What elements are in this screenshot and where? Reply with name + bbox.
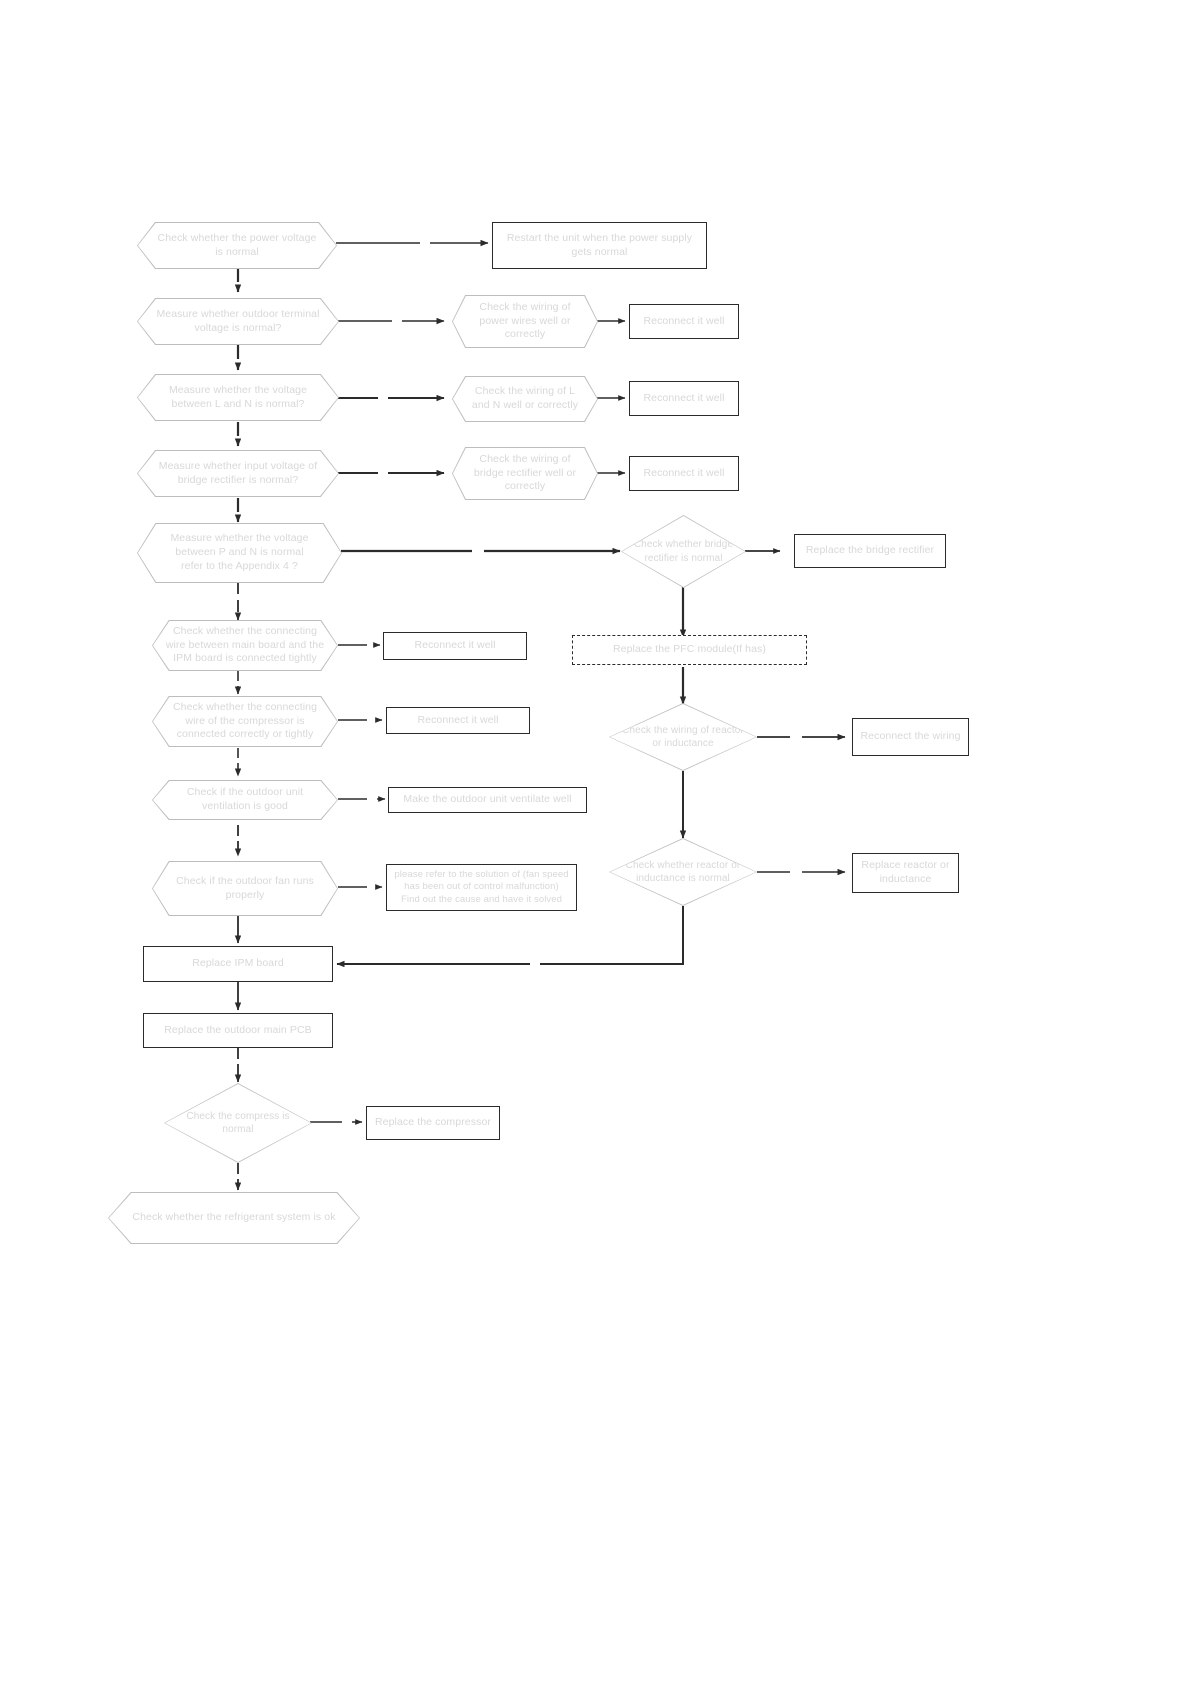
node-label: Measure whether input voltage of bridge … [158, 459, 318, 486]
hex-fill [152, 696, 338, 747]
node-label: Measure whether outdoor terminal voltage… [156, 307, 320, 334]
hex-fill [108, 1192, 360, 1244]
node-fan-speed-solution[interactable]: please refer to the solution of (fan spe… [386, 864, 577, 911]
node-label: Replace the compressor [374, 1116, 491, 1129]
node-label: Restart the unit when the power supply g… [506, 231, 693, 258]
node-replace-outdoor-main-pcb[interactable]: Replace the outdoor main PCB [143, 1013, 333, 1048]
node-measure-outdoor-terminal-voltage[interactable]: Measure whether outdoor terminal voltage… [137, 298, 339, 345]
node-check-power-wires-wiring[interactable]: Check the wiring of power wires well or … [452, 295, 598, 348]
node-label: Replace the PFC module(If has) [613, 643, 766, 656]
node-replace-ipm-board[interactable]: Replace IPM board [143, 946, 333, 982]
node-check-outdoor-fan[interactable]: Check if the outdoor fan runs properly [152, 861, 338, 916]
node-label: Check whether bridge rectifier is normal [633, 539, 734, 564]
node-reconnect-well-3[interactable]: Reconnect it well [629, 456, 739, 491]
node-label: Reconnect it well [643, 391, 725, 404]
node-label: Replace the bridge rectifier [805, 544, 935, 557]
node-label: Reconnect it well [643, 466, 725, 479]
node-label: Check the wiring of L and N well or corr… [471, 385, 579, 411]
node-make-unit-ventilate-well[interactable]: Make the outdoor unit ventilate well [388, 787, 587, 813]
node-label: Check whether reactor or inductance is n… [625, 859, 741, 884]
hex-fill [452, 295, 598, 348]
node-label: Measure whether the voltage between L an… [168, 383, 308, 410]
node-label: Replace the outdoor main PCB [164, 1023, 312, 1036]
node-reconnect-the-wiring[interactable]: Reconnect the wiring [852, 718, 969, 756]
node-replace-bridge-rectifier[interactable]: Replace the bridge rectifier [794, 534, 946, 568]
node-label: Reconnect the wiring [860, 730, 961, 743]
node-check-ventilation[interactable]: Check if the outdoor unit ventilation is… [152, 780, 338, 820]
node-label: Check whether the refrigerant system is … [132, 1211, 336, 1224]
node-check-mainboard-ipm-wire[interactable]: Check whether the connecting wire betwee… [152, 620, 338, 671]
node-measure-voltage-p-n[interactable]: Measure whether the voltage between P an… [137, 523, 342, 583]
node-label: Replace IPM board [192, 957, 284, 970]
node-label: Check whether the connecting wire of the… [172, 700, 318, 741]
node-reconnect-well-1[interactable]: Reconnect it well [629, 304, 739, 339]
node-check-power-voltage[interactable]: Check whether the power voltage is norma… [137, 222, 337, 269]
node-measure-voltage-l-n[interactable]: Measure whether the voltage between L an… [137, 374, 339, 421]
node-label: Check the compress is normal [186, 1110, 290, 1135]
node-measure-bridge-rectifier-input[interactable]: Measure whether input voltage of bridge … [137, 450, 339, 497]
hex-fill [152, 861, 338, 916]
node-restart-unit[interactable]: Restart the unit when the power supply g… [492, 222, 707, 269]
node-check-bridge-rectifier-wiring[interactable]: Check the wiring of bridge rectifier wel… [452, 447, 598, 500]
node-replace-pfc-module[interactable]: Replace the PFC module(If has) [572, 635, 807, 665]
node-check-compressor-wire[interactable]: Check whether the connecting wire of the… [152, 696, 338, 747]
node-reconnect-well-4[interactable]: Reconnect it well [383, 632, 527, 660]
node-label: Check if the outdoor fan runs properly [176, 874, 314, 901]
node-check-refrigerant-system[interactable]: Check whether the refrigerant system is … [108, 1192, 360, 1244]
node-label: Check the wiring of power wires well or … [479, 300, 571, 341]
hex-fill [452, 447, 598, 500]
node-replace-reactor-inductance[interactable]: Replace reactor or inductance [852, 853, 959, 893]
node-label: Reconnect it well [417, 713, 499, 726]
node-reconnect-well-5[interactable]: Reconnect it well [386, 707, 530, 734]
node-label: Check the wiring of bridge rectifier wel… [473, 452, 577, 493]
node-label: Reconnect it well [643, 314, 725, 327]
hex-fill [152, 780, 338, 820]
node-replace-compressor[interactable]: Replace the compressor [366, 1106, 500, 1140]
hex-fill [137, 374, 339, 421]
node-label: Check whether the power voltage is norma… [157, 231, 317, 258]
hex-fill [137, 298, 339, 345]
hex-fill [137, 523, 342, 583]
hex-fill [452, 376, 598, 422]
node-label: please refer to the solution of (fan spe… [394, 868, 569, 905]
node-check-l-n-wiring[interactable]: Check the wiring of L and N well or corr… [452, 376, 598, 422]
node-label: Reconnect it well [414, 639, 496, 652]
node-label: Check if the outdoor unit ventilation is… [186, 786, 304, 812]
node-label: Measure whether the voltage between P an… [170, 532, 309, 572]
node-label: Check whether the connecting wire betwee… [165, 624, 325, 665]
hex-fill [152, 620, 338, 671]
node-label: Make the outdoor unit ventilate well [403, 793, 572, 806]
node-reconnect-well-2[interactable]: Reconnect it well [629, 381, 739, 416]
hex-fill [137, 450, 339, 497]
node-label: Check the wiring of reactor or inductanc… [622, 724, 744, 749]
node-label: Replace reactor or inductance [861, 859, 950, 885]
hex-fill [137, 222, 337, 269]
